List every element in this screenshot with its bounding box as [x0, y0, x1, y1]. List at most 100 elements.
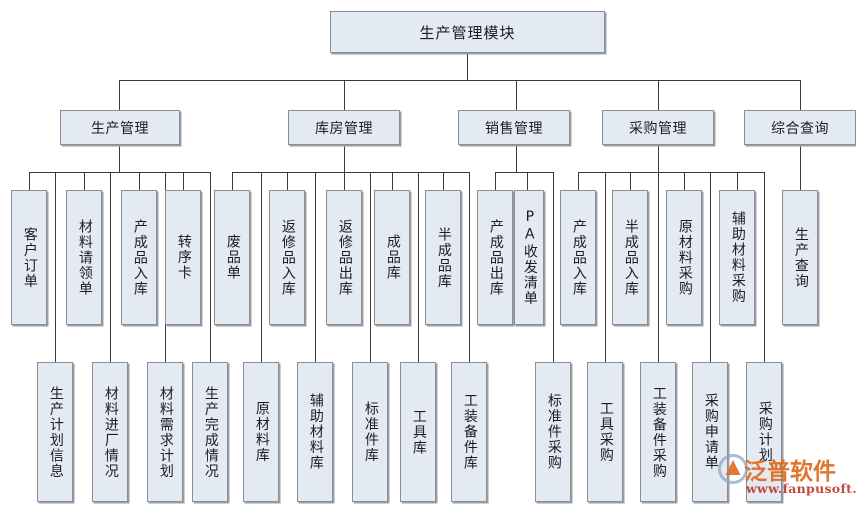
- connector-branch2-stem: [516, 145, 517, 172]
- node-material-arrival-status[interactable]: 材料进厂情况: [92, 362, 128, 502]
- connector-branch1-child7: [418, 172, 419, 362]
- connector-drop-l2-2: [516, 80, 517, 110]
- connector-branch0-child4: [139, 172, 140, 190]
- connector-branch1-child4: [344, 172, 345, 190]
- connector-branch3-child1: [605, 172, 606, 362]
- node-label: 材料请领单: [76, 218, 93, 297]
- watermark: 泛普软件 www.fanpusoft.com: [718, 452, 856, 504]
- node-label: 工装备件采购: [650, 385, 667, 479]
- node-label: 销售管理: [485, 120, 543, 137]
- node-label: 生产管理: [91, 120, 149, 137]
- node-rework-outbound[interactable]: 返修品出库: [326, 190, 362, 325]
- connector-branch0-child7: [210, 172, 211, 362]
- node-label: 成品库: [384, 234, 401, 281]
- connector-drop-l2-0: [119, 80, 120, 110]
- connector-branch4-stem: [800, 145, 801, 172]
- node-label: 半成品入库: [622, 218, 639, 297]
- connector-branch0-bus: [29, 172, 210, 173]
- node-label: PA收发清单: [521, 209, 538, 306]
- node-material-requirement-plan[interactable]: 材料需求计划: [147, 362, 183, 502]
- node-raw-material-warehouse[interactable]: 原材料库: [243, 362, 279, 502]
- connector-branch1-child5: [370, 172, 371, 362]
- connector-branch1-child9: [469, 172, 470, 362]
- connector-branch2-child1: [527, 172, 528, 190]
- node-label: 工具采购: [597, 401, 614, 463]
- node-root-label: 生产管理模块: [419, 23, 516, 42]
- node-standard-parts-purchase[interactable]: 标准件采购: [535, 362, 571, 502]
- node-label: 标准件采购: [545, 393, 562, 471]
- node-label: 工装备件库: [461, 393, 478, 471]
- node-purchase-plan[interactable]: 采购计划: [746, 362, 782, 502]
- node-label: 采购管理: [629, 120, 687, 137]
- connector-drop-l2-1: [344, 80, 345, 110]
- connector-branch0-child6: [183, 172, 184, 190]
- node-label: 返修品入库: [279, 218, 296, 297]
- node-rework-inbound[interactable]: 返修品入库: [269, 190, 305, 325]
- connector-branch3-child4: [684, 172, 685, 190]
- node-label: 原材料采购: [676, 218, 693, 297]
- connector-branch3-child2: [630, 172, 631, 190]
- connector-branch0-stem: [119, 145, 120, 172]
- node-tooling-spare-parts-warehouse[interactable]: 工装备件库: [451, 362, 487, 502]
- connector-branch3-child6: [737, 172, 738, 190]
- node-label: 生产完成情况: [202, 385, 219, 479]
- node-branch-purchase-mgmt[interactable]: 采购管理: [602, 110, 714, 145]
- node-finished-product-inbound[interactable]: 产成品入库: [121, 190, 157, 325]
- node-label: 半成品库: [435, 226, 452, 289]
- node-material-requisition[interactable]: 材料请领单: [66, 190, 102, 325]
- node-label: 生产计划信息: [47, 385, 64, 479]
- node-purchase-request-form[interactable]: 采购申请单: [692, 362, 728, 502]
- node-branch-sales-mgmt[interactable]: 销售管理: [458, 110, 570, 145]
- connector-branch3-stem: [658, 145, 659, 172]
- connector-branch3-child7: [764, 172, 765, 362]
- node-auxiliary-material-purchase[interactable]: 辅助材料采购: [719, 190, 755, 325]
- connector-branch3-bus: [578, 172, 764, 173]
- node-label: 材料需求计划: [157, 385, 174, 479]
- connector-branch3-child0: [578, 172, 579, 190]
- node-scrap-note[interactable]: 废品单: [214, 190, 250, 325]
- connector-branch1-child2: [287, 172, 288, 190]
- node-raw-material-purchase[interactable]: 原材料采购: [666, 190, 702, 325]
- connector-root-stem: [467, 53, 468, 80]
- node-pa-receipt-dispatch-list[interactable]: PA收发清单: [514, 190, 544, 325]
- node-label: 综合查询: [771, 120, 829, 137]
- node-label: 产成品入库: [131, 218, 148, 297]
- connector-branch0-child1: [55, 172, 56, 362]
- node-auxiliary-material-warehouse[interactable]: 辅助材料库: [297, 362, 333, 502]
- connector-branch1-child3: [315, 172, 316, 362]
- node-production-plan-info[interactable]: 生产计划信息: [37, 362, 73, 502]
- connector-branch3-child3: [658, 172, 659, 362]
- connector-branch1-bus: [232, 172, 469, 173]
- node-tool-warehouse[interactable]: 工具库: [400, 362, 436, 502]
- node-label: 返修品出库: [336, 218, 353, 297]
- node-tooling-spare-parts-purchase[interactable]: 工装备件采购: [640, 362, 676, 502]
- node-label: 生产查询: [792, 226, 809, 289]
- node-semi-finished-warehouse[interactable]: 半成品库: [425, 190, 461, 325]
- node-root[interactable]: 生产管理模块: [330, 11, 605, 53]
- node-production-query[interactable]: 生产查询: [782, 190, 818, 325]
- node-finished-product-outbound[interactable]: 产成品出库: [477, 190, 513, 325]
- node-semi-finished-inbound[interactable]: 半成品入库: [612, 190, 648, 325]
- node-label: 库房管理: [315, 120, 373, 137]
- node-customer-order[interactable]: 客户订单: [11, 190, 47, 325]
- node-finished-product-inbound-purchase[interactable]: 产成品入库: [560, 190, 596, 325]
- node-branch-integrated-query[interactable]: 综合查询: [744, 110, 856, 145]
- node-label: 废品单: [224, 234, 241, 281]
- node-finished-goods-warehouse[interactable]: 成品库: [374, 190, 410, 325]
- node-tool-purchase[interactable]: 工具采购: [587, 362, 623, 502]
- connector-branch0-child2: [84, 172, 85, 190]
- node-branch-warehouse-mgmt[interactable]: 库房管理: [288, 110, 400, 145]
- node-label: 辅助材料库: [307, 393, 324, 471]
- connector-drop-l2-3: [658, 80, 659, 110]
- node-label: 客户订单: [21, 226, 38, 289]
- connector-branch4-child0: [800, 172, 801, 190]
- connector-branch2-child0: [495, 172, 496, 190]
- node-label: 转序卡: [175, 234, 192, 281]
- connector-branch2-child2: [553, 172, 554, 362]
- node-production-completion-status[interactable]: 生产完成情况: [192, 362, 228, 502]
- node-transfer-card[interactable]: 转序卡: [165, 190, 201, 325]
- node-standard-parts-warehouse[interactable]: 标准件库: [352, 362, 388, 502]
- node-branch-production-mgmt[interactable]: 生产管理: [60, 110, 180, 145]
- connector-branch1-stem: [344, 145, 345, 172]
